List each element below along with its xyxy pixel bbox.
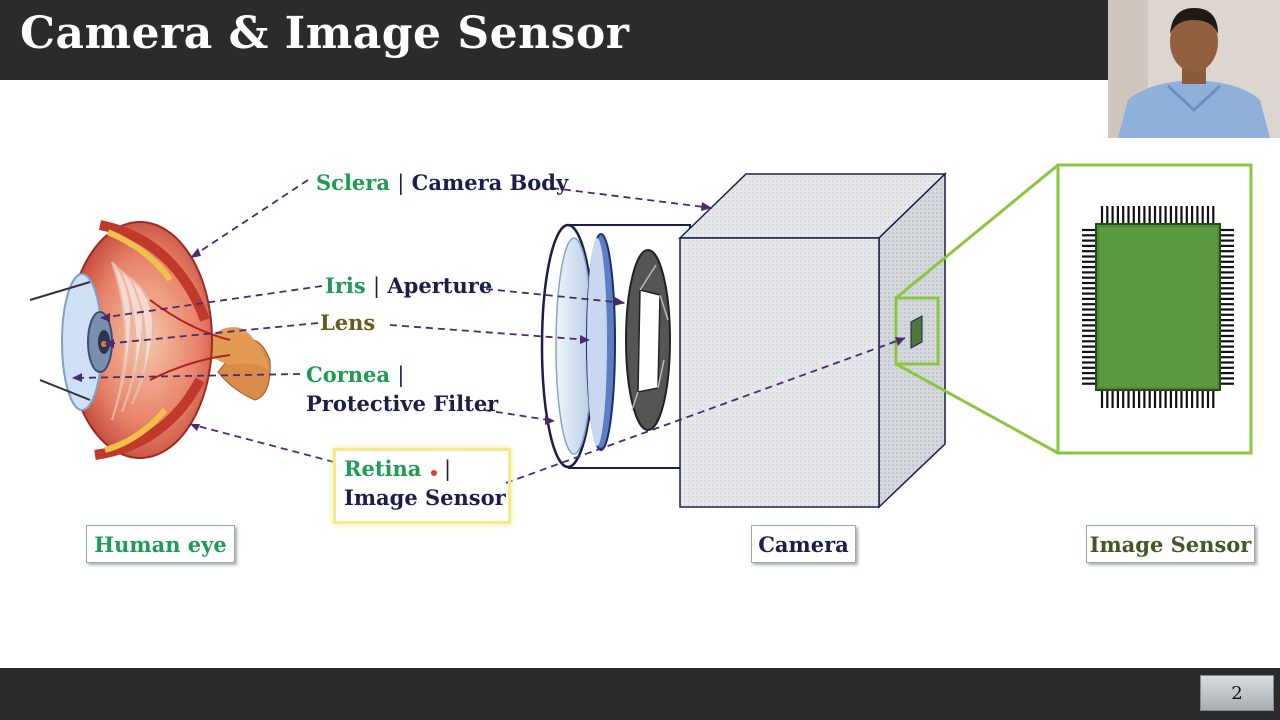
arrow-cornea-eye [71,373,301,379]
term-protective-filter: Protective Filter [306,391,499,416]
separator: | [397,363,405,387]
term-sclera: Sclera [316,170,390,195]
arrow-lens-camera [389,324,591,341]
caption-human-eye: Human eye [86,525,235,563]
term-iris: Iris [325,273,366,298]
separator: | [373,274,381,298]
presenter-silhouette [1108,0,1280,138]
caption-camera: Camera [751,525,856,563]
laser-pointer-dot [430,470,437,476]
camera-lens-assembly [540,223,691,469]
term-image-sensor: Image Sensor [344,485,506,510]
slide-title: Camera & Image Sensor [20,8,630,59]
label-cornea: Cornea | [306,362,404,387]
caption-image-sensor: Image Sensor [1086,525,1255,563]
arrow-imagesensor [505,337,906,484]
separator: | [397,171,405,195]
camera-body [678,172,947,509]
label-iris-aperture: Iris | Aperture [325,273,492,298]
presenter-webcam [1108,0,1280,138]
slide-number: 2 [1200,675,1274,711]
footer-bar [0,668,1280,720]
arrow-sclera-eye [189,179,309,259]
sensor-zoom-lines [895,163,1059,455]
label-retina: Retina | [344,456,451,481]
term-aperture: Aperture [387,273,493,298]
term-retina: Retina [344,456,422,481]
separator: | [444,457,452,481]
arrow-iris-eye [99,285,323,319]
retina-highlight-box [333,448,511,524]
human-eye-illustration [29,220,271,460]
arrow-heads [72,202,905,431]
connector-arrows [71,179,906,484]
header-bar [0,0,1280,80]
term-camera-body: Camera Body [411,170,569,195]
term-lens: Lens [320,310,376,335]
arrow-camerabody [551,187,713,209]
arrow-retina-eye [189,423,335,463]
label-sclera-camera-body: Sclera | Camera Body [316,170,568,195]
image-sensor-chip [1056,163,1253,455]
term-cornea: Cornea [306,362,391,387]
